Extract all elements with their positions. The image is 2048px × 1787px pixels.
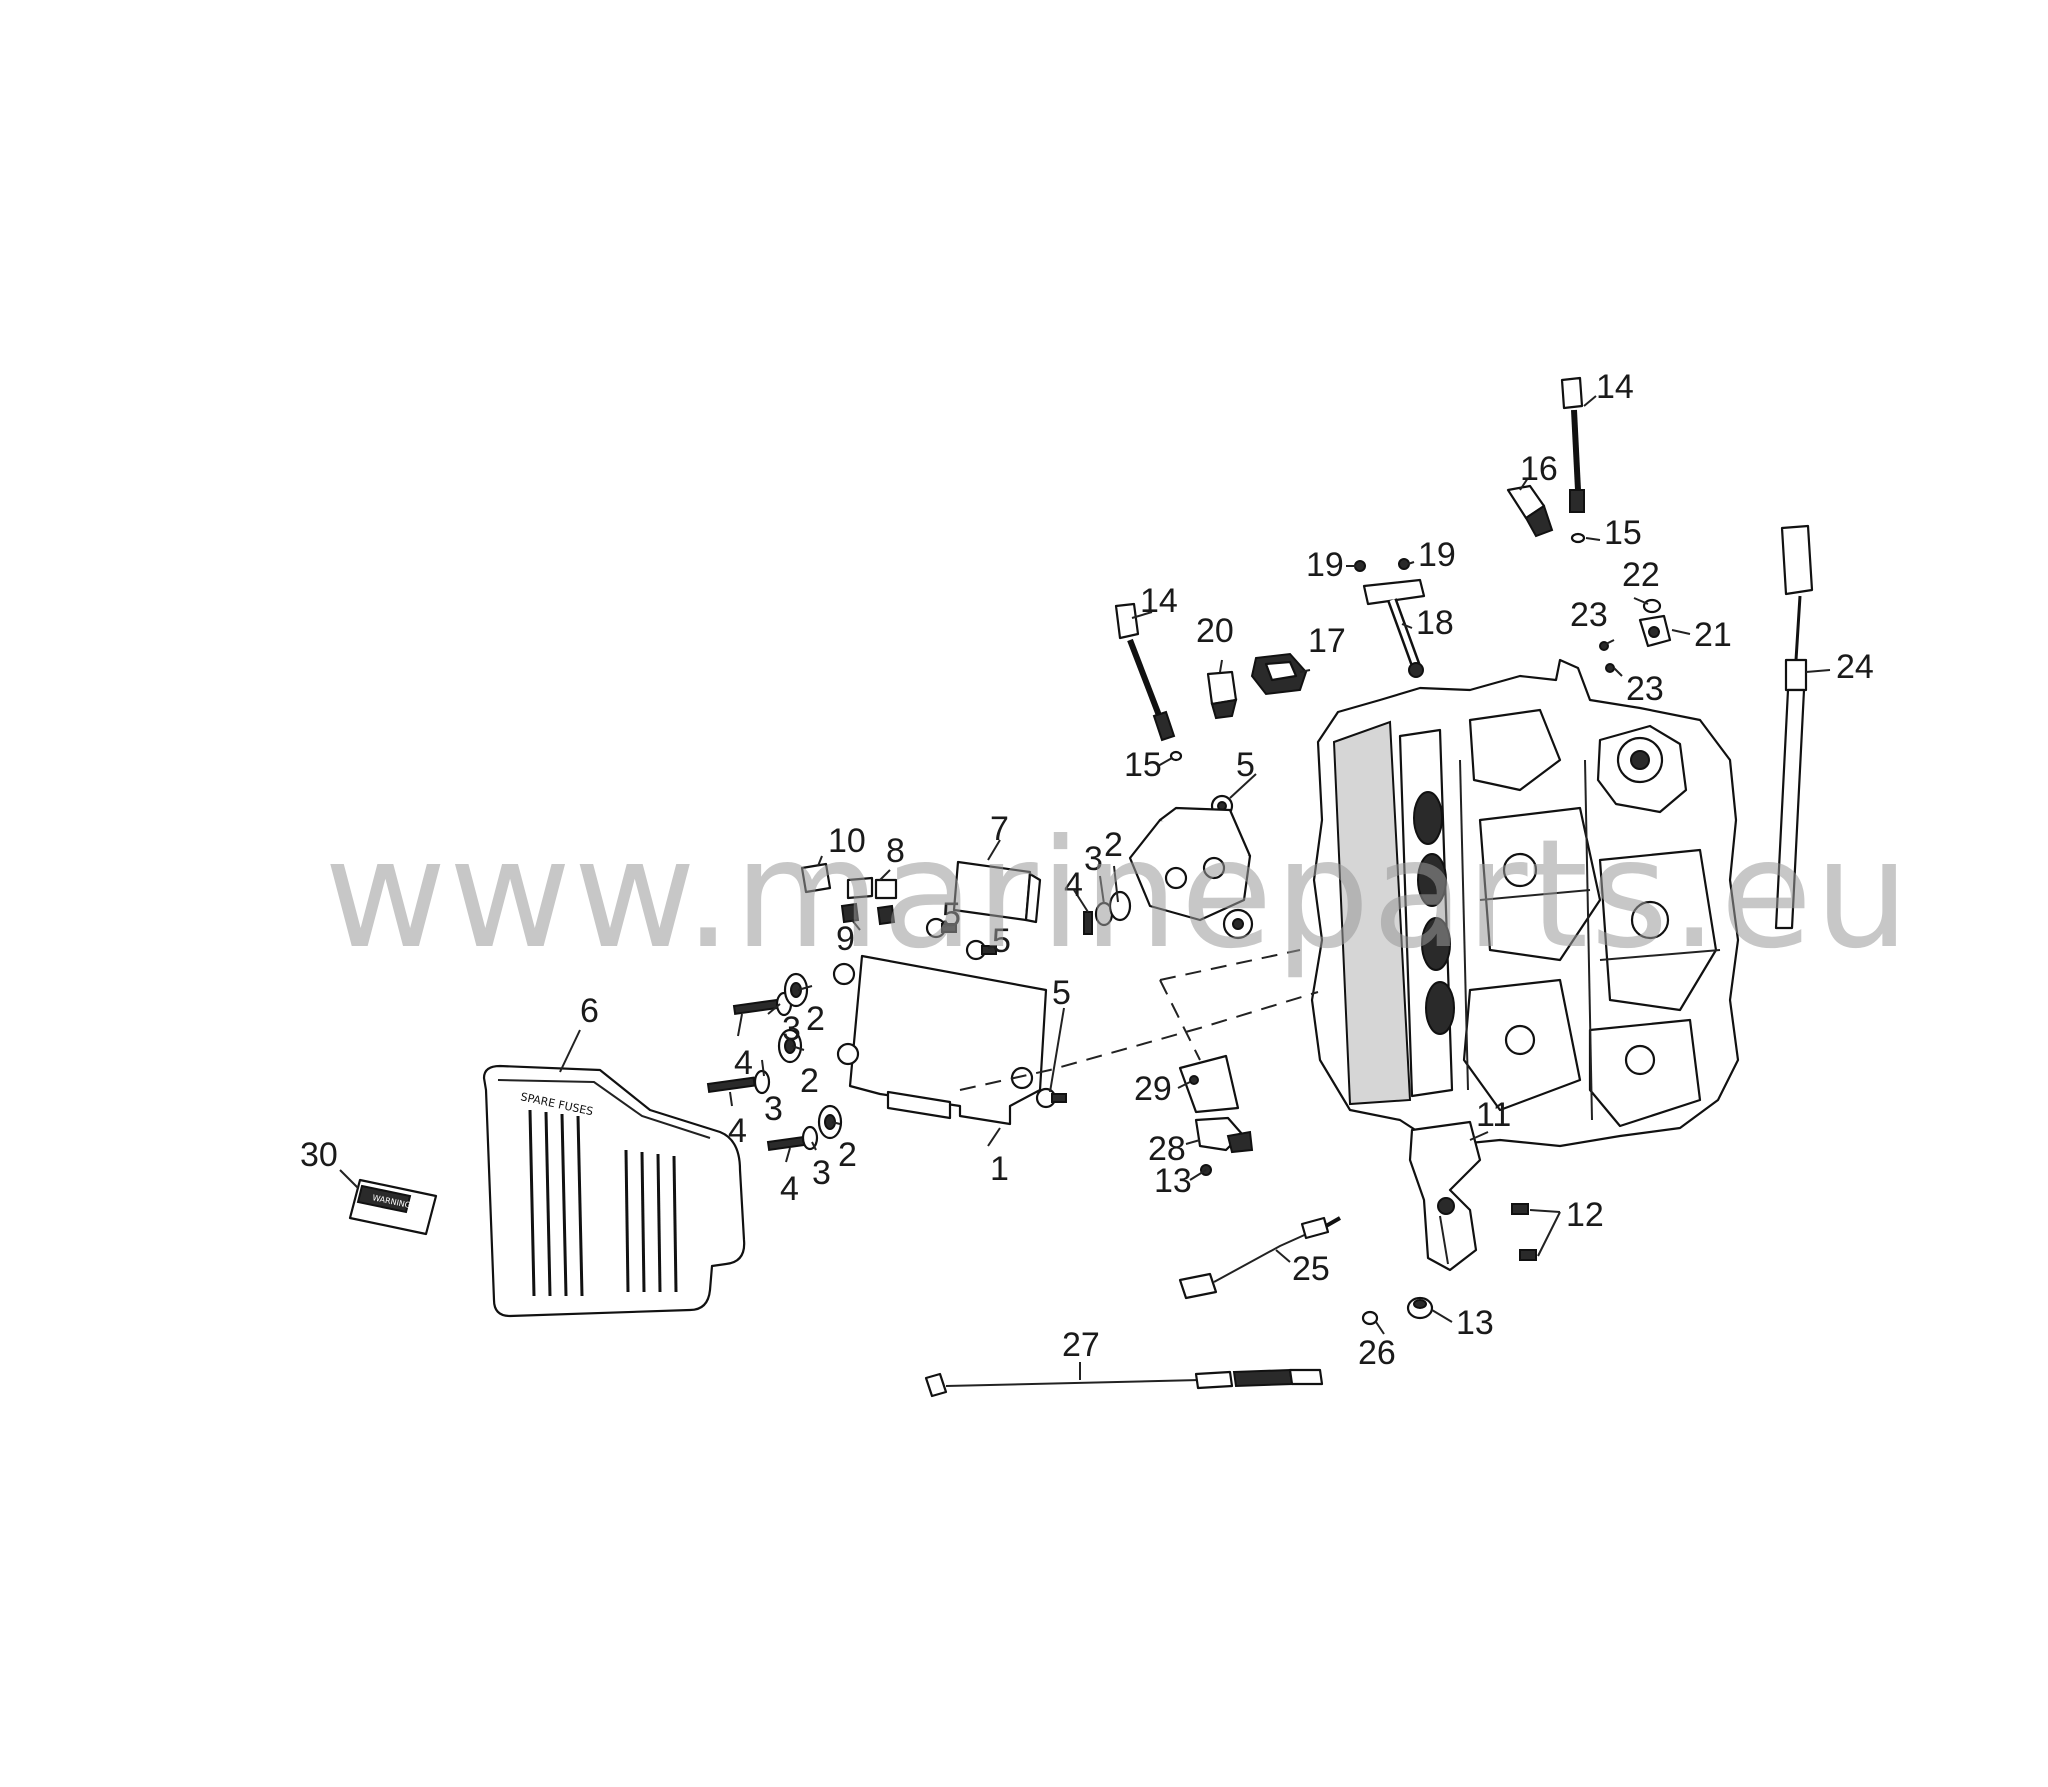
part-29-bracket [1178, 1054, 1240, 1114]
callout-6: 6 [580, 992, 599, 1030]
part-24-probe [1774, 524, 1814, 930]
callout-2: 2 [800, 1062, 819, 1100]
callout-numbers: 1 2 2 2 2 3 3 3 3 4 4 4 4 5 5 5 5 6 7 8 … [300, 368, 1874, 1372]
part-7-module [952, 860, 1042, 924]
callout-4: 4 [734, 1044, 753, 1082]
callout-2: 2 [806, 1000, 825, 1038]
callout-29: 29 [1134, 1070, 1172, 1108]
callout-23: 23 [1570, 596, 1608, 634]
callout-19: 19 [1418, 536, 1456, 574]
part-17-connector [1250, 652, 1308, 696]
leader-lines [339, 395, 1831, 1380]
part-12-bolts [1511, 1203, 1537, 1261]
part-21-sensor [1638, 614, 1672, 648]
callout-30: 30 [300, 1136, 338, 1174]
callout-15: 15 [1604, 514, 1642, 552]
callout-23: 23 [1626, 670, 1664, 708]
part-25-cable [1178, 1216, 1341, 1300]
callout-26: 26 [1358, 1334, 1396, 1372]
assembly-line-bracket [1159, 949, 1301, 1061]
callout-20: 20 [1196, 612, 1234, 650]
part-28-sensor [1194, 1116, 1254, 1154]
callout-4: 4 [728, 1112, 747, 1150]
callout-3: 3 [782, 1010, 801, 1048]
callout-2: 2 [838, 1136, 857, 1174]
callout-15: 15 [1124, 746, 1162, 784]
part-14-sensor-left [1114, 602, 1176, 742]
part-11-bracket [1408, 1120, 1482, 1272]
callout-8: 8 [886, 832, 905, 870]
part-13-grommet [1406, 1296, 1434, 1320]
part-14-sensor-top [1560, 376, 1585, 513]
callout-18: 18 [1416, 604, 1454, 642]
callout-22: 22 [1622, 556, 1660, 594]
callout-25: 25 [1292, 1250, 1330, 1288]
callout-16: 16 [1520, 450, 1558, 488]
part-15-o-ring-left [1169, 750, 1183, 762]
bracket-assembly [1128, 806, 1254, 940]
callout-7: 7 [990, 810, 1009, 848]
part-22-o-ring [1642, 598, 1662, 614]
callout-10: 10 [828, 822, 866, 860]
part-16-sensor [1506, 484, 1554, 538]
callout-19: 19 [1306, 546, 1344, 584]
part-23-screw-b [1605, 663, 1615, 673]
callout-12: 12 [1566, 1196, 1604, 1234]
callout-3: 3 [812, 1154, 831, 1192]
hardware-set-left [706, 972, 843, 1152]
part-18-sensor [1362, 578, 1426, 678]
hardware-set-center [1083, 890, 1132, 935]
callout-24: 24 [1836, 648, 1874, 686]
callout-2: 2 [1104, 826, 1123, 864]
assembly-line-ecm [959, 991, 1319, 1091]
callout-3: 3 [764, 1090, 783, 1128]
part-20-sensor [1206, 670, 1238, 720]
callout-13: 13 [1456, 1304, 1494, 1342]
callout-14: 14 [1140, 582, 1178, 620]
callout-1: 1 [990, 1150, 1009, 1188]
callout-5: 5 [992, 922, 1011, 960]
callout-21: 21 [1694, 616, 1732, 654]
callout-3: 3 [1084, 840, 1103, 878]
part-9-fuses [840, 902, 896, 926]
callout-14: 14 [1596, 368, 1634, 406]
callout-27: 27 [1062, 1326, 1100, 1364]
callout-9: 9 [836, 920, 855, 958]
part-19-screw-b [1398, 558, 1410, 570]
callout-17: 17 [1308, 622, 1346, 660]
callout-5: 5 [1052, 974, 1071, 1012]
callout-13: 13 [1154, 1162, 1192, 1200]
part-8-fuse-holder [846, 876, 898, 900]
part-15-o-ring-top [1570, 532, 1586, 544]
callout-4: 4 [1064, 866, 1083, 904]
part-6-cover: SPARE FUSES [482, 1064, 746, 1318]
callout-11: 11 [1476, 1096, 1511, 1134]
part-26-o-ring [1361, 1310, 1379, 1326]
callout-5: 5 [1236, 746, 1255, 784]
engine-block [1310, 658, 1740, 1148]
watermark-text: www.marineparts.eu [324, 808, 1912, 982]
part-30-decal: WARNING [348, 1178, 438, 1236]
part-19-screw-a [1354, 560, 1366, 572]
callout-4: 4 [780, 1170, 799, 1208]
part-27-probe [924, 1368, 1324, 1398]
callout-5: 5 [942, 896, 961, 934]
callout-28: 28 [1148, 1130, 1186, 1168]
